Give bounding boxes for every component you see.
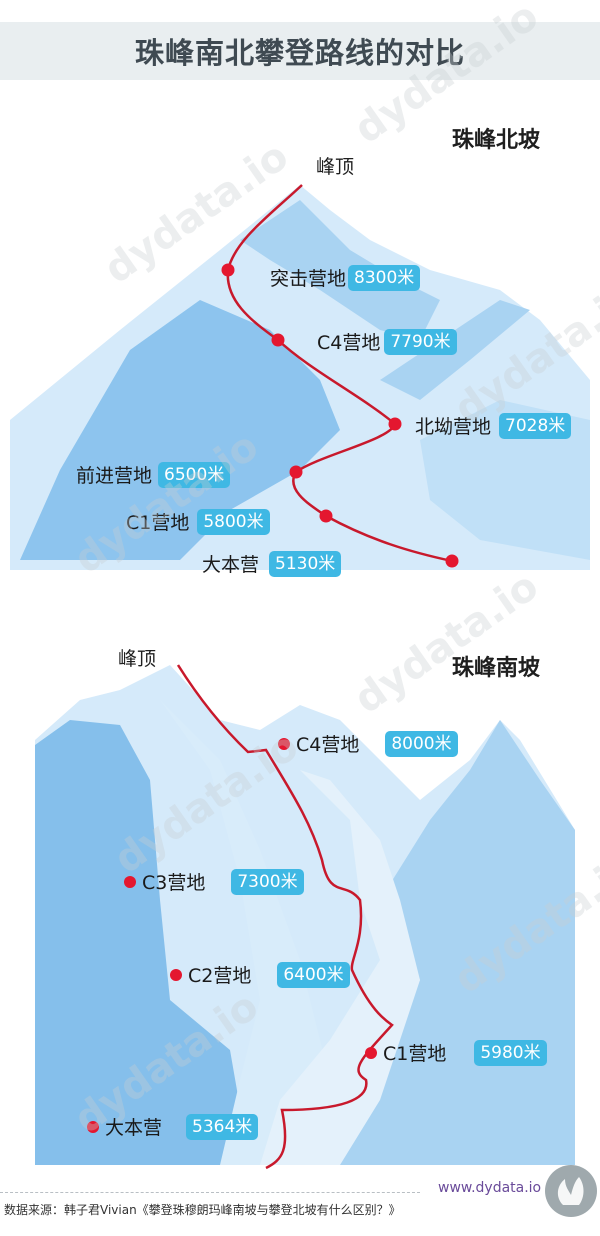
footer-url[interactable]: www.dydata.io: [438, 1180, 542, 1196]
camp-name: C4营地: [296, 734, 360, 756]
camp-dot: [87, 1120, 99, 1133]
altitude-badge: 7300米: [231, 868, 304, 895]
camp-name: C2营地: [188, 965, 252, 987]
north-camp-c4: C4营地 7790米: [317, 328, 457, 355]
camp-name: C4营地: [317, 332, 381, 354]
south-camp-c1: C1营地 5980米: [365, 1039, 547, 1066]
altitude-badge: 8000米: [385, 730, 458, 757]
camp-dot: [124, 875, 136, 888]
south-camp-c3: C3营地 7300米: [124, 868, 304, 895]
south-peak-label: 峰顶: [118, 648, 157, 670]
altitude-badge: 6500米: [158, 461, 231, 488]
page-title: 珠峰南北攀登路线的对比: [134, 36, 465, 70]
north-slope-panel: 珠峰北坡 峰顶 突击营地 8300米 C4营地 7790米 北坳营地 7028米…: [0, 100, 600, 580]
south-camp-c4: C4营地 8000米: [278, 730, 458, 757]
south-camp-base: 大本营 5364米: [87, 1113, 259, 1140]
camp-name: C1营地: [383, 1043, 447, 1065]
north-camp-dots: [221, 263, 459, 568]
south-slope-panel: 珠峰南坡 峰顶 C4营地 8000米 C3营地 7300米 C2营地 6400米…: [0, 630, 600, 1170]
altitude-badge: 5800米: [197, 508, 270, 535]
altitude-badge: 8300米: [348, 264, 421, 291]
altitude-badge: 7028米: [499, 412, 572, 439]
altitude-badge: 5980米: [474, 1039, 547, 1066]
camp-name: 突击营地: [270, 268, 347, 290]
south-slope-title: 珠峰南坡: [452, 656, 541, 681]
south-mountain-illustration: [35, 664, 575, 1170]
north-camp-assault: 突击营地 8300米: [270, 264, 421, 291]
camp-name: 大本营: [105, 1117, 163, 1139]
camp-dot: [365, 1046, 377, 1059]
title-bar: 珠峰南北攀登路线的对比: [0, 22, 600, 80]
camp-name: 大本营: [202, 554, 260, 576]
north-camp-c1: C1营地 5800米: [126, 508, 270, 535]
south-camp-c2: C2营地 6400米: [170, 961, 350, 988]
camp-name: 北坳营地: [415, 416, 492, 438]
camp-name: C3营地: [142, 872, 206, 894]
north-mountain-illustration: [10, 184, 590, 570]
altitude-badge: 6400米: [277, 961, 350, 988]
camp-name: 前进营地: [76, 465, 153, 487]
camp-name: C1营地: [126, 512, 190, 534]
north-peak-label: 峰顶: [316, 156, 355, 178]
south-route-line: [176, 664, 394, 1170]
footer-divider: [0, 1192, 420, 1193]
altitude-badge: 5364米: [186, 1113, 259, 1140]
dydata-logo-icon: [545, 1165, 597, 1217]
north-camp-advanced: 前进营地 6500米: [76, 461, 231, 488]
altitude-badge: 5130米: [269, 550, 342, 577]
north-camp-north-col: 北坳营地 7028米: [415, 412, 572, 439]
north-camp-base: 大本营 5130米: [202, 550, 342, 577]
camp-dot: [170, 968, 182, 981]
altitude-badge: 7790米: [384, 328, 457, 355]
north-slope-title: 珠峰北坡: [452, 128, 541, 153]
footer-source: 数据来源：韩子君Vivian《攀登珠穆朗玛峰南坡与攀登北坡有什么区别？》: [4, 1203, 401, 1217]
camp-dot: [278, 737, 290, 750]
